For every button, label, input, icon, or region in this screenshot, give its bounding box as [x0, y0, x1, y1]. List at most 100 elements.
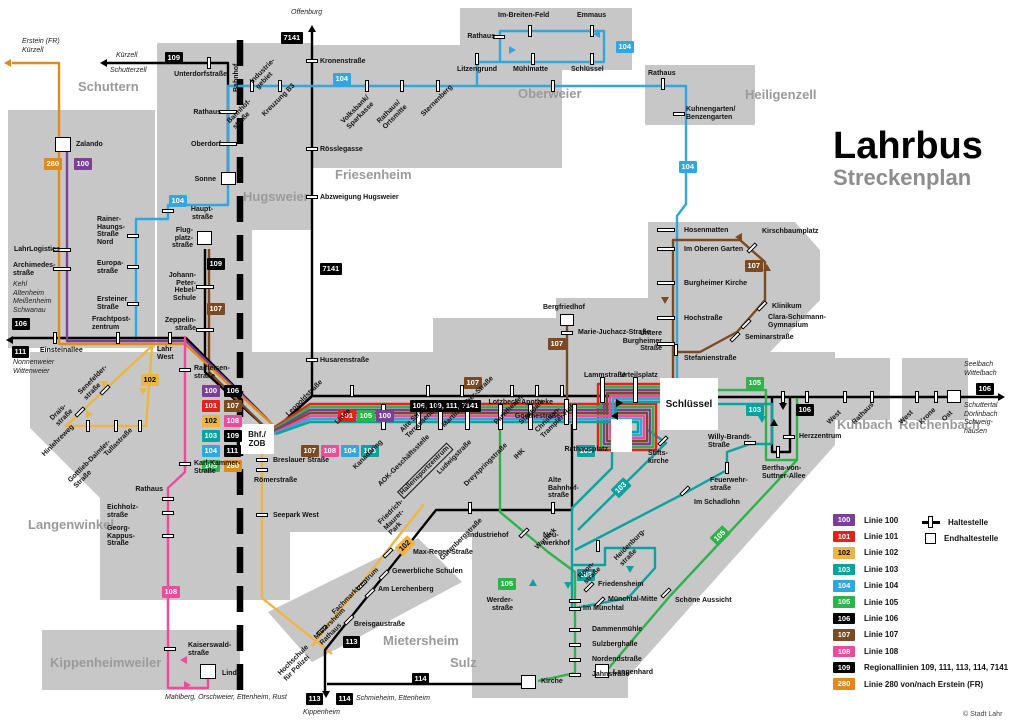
stop-tick [114, 420, 118, 432]
stop-tick [179, 368, 191, 372]
stop-tick [306, 59, 318, 63]
destination-label: Erstein (FR) Kürzell [22, 38, 60, 54]
district-label: Reichenbach [899, 417, 980, 432]
bundle-line-101 [263, 382, 660, 452]
stop-label: Bergfriedhof [543, 304, 585, 311]
terminus-square [521, 675, 536, 689]
line-badge-104: 104 [679, 161, 697, 173]
bundle-line-104 [273, 397, 660, 437]
line-badge-109: 109 [207, 258, 225, 270]
stop-symbol-icon [922, 516, 940, 529]
direction-arrow [180, 656, 187, 664]
legend-label-106: Linie 106 [864, 614, 899, 624]
stop-label: Eichholz- straße [107, 504, 139, 519]
terminus-symbol-icon [925, 533, 936, 545]
legend-label-108: Linie 108 [864, 646, 899, 656]
stop-label: Breslauer Straße [273, 457, 330, 464]
line-badge-113: 113 [306, 693, 324, 705]
district-label: Heiligenzell [745, 87, 817, 102]
direction-arrow [6, 336, 13, 344]
stop-label: Urteilsplatz [620, 372, 658, 379]
stop-tick [278, 80, 282, 92]
stop-label: Langenhard [613, 669, 654, 676]
stop-label: Raiffeisen- straße [194, 365, 230, 380]
stop-tick [674, 344, 678, 356]
stop-tick [915, 391, 919, 403]
terminus-square [200, 664, 216, 679]
stop-tick [350, 385, 354, 397]
route-lines [12, 29, 1000, 693]
stop-tick [256, 458, 268, 462]
district-label: Sulz [450, 655, 477, 670]
district-label: Oberweier [518, 86, 582, 101]
stop-tick [250, 80, 254, 92]
district-label: Kippenheimweiler [50, 655, 162, 670]
legend-chip-104: 104 [833, 580, 855, 592]
terminus-square [221, 172, 236, 185]
stop-tick [365, 80, 369, 92]
stop-label: Werder- straße [486, 597, 513, 612]
stop-label: Breisgaustraße [354, 621, 405, 628]
stop-label: Schlüssel [571, 66, 604, 73]
line-badge-111: 111 [224, 445, 241, 457]
stop-tick [400, 80, 404, 92]
stop-label: Neu- werkhof [543, 532, 570, 547]
terminus-square [595, 664, 609, 678]
stop-label: Friedensheim [598, 581, 644, 588]
direction-arrow [661, 297, 669, 304]
legend-label-103: Linie 103 [864, 564, 899, 574]
stop-label: Flug- platz- straße [171, 227, 193, 249]
stop-label: Hochstraße [684, 315, 723, 322]
line-badge-7141: 7141 [320, 263, 342, 275]
stop-tick [162, 511, 174, 515]
stop-tick [256, 513, 268, 517]
line-badge-102: 102 [202, 415, 220, 427]
stop-label: Feuerwehr- straße [710, 477, 748, 492]
direction-arrow [529, 579, 537, 586]
stop-tick [571, 404, 577, 430]
line-badge-100: 100 [202, 385, 220, 397]
line-badge-102: 102 [141, 374, 159, 386]
direction-arrow [184, 681, 191, 689]
destination-label: Kippenheim [303, 709, 340, 716]
legend-label-109: Regionallinien 109, 111, 113, 114, 7141 [864, 663, 1009, 673]
legend-chip-102: 102 [833, 547, 855, 559]
stop-label: Rathaus [648, 70, 676, 77]
line-badge-105: 105 [357, 410, 375, 422]
stop-label: Rainer- Haungs- Straße Nord [97, 216, 125, 246]
stop-label: Am Lerchenberg [378, 586, 434, 593]
stop-tick [551, 502, 555, 514]
stop-tick [596, 540, 600, 552]
destination-label: Offenburg [291, 9, 323, 16]
stop-label: Kaiserswald- straße [188, 642, 232, 657]
line-badge-104: 104 [202, 445, 220, 457]
stop-label: Hosenmatten [684, 227, 729, 234]
stop-label: Goethestraße [514, 413, 560, 420]
stop-tick [632, 377, 638, 403]
stop-label: Zeppelin- straße [164, 317, 196, 332]
direction-arrow [564, 582, 572, 589]
legend-halt-row: Haltestelle [922, 514, 998, 530]
stop-label: Seminarstraße [745, 334, 794, 341]
line-badge-101: 101 [202, 400, 220, 412]
destination-label: Schutterzell [110, 67, 147, 74]
stop-label: Herzzentrum [799, 433, 842, 440]
terminus-square [55, 137, 71, 152]
destination-label: Seelbach Wittelbach [964, 361, 997, 377]
stop-label: Zalando [76, 141, 103, 148]
terminus-square [560, 314, 574, 326]
line-badge-105: 105 [498, 578, 516, 590]
destination-label: Schmieheim, Ettenheim [356, 695, 430, 702]
stop-label: Archimedes- straße [13, 262, 56, 277]
stop-label: Im-Breiten-Feld [498, 12, 550, 19]
district-label: Friesenheim [335, 167, 412, 182]
stop-label: Emmaus [577, 12, 607, 19]
line-badge-103: 103 [746, 404, 764, 416]
stop-tick [162, 534, 174, 538]
